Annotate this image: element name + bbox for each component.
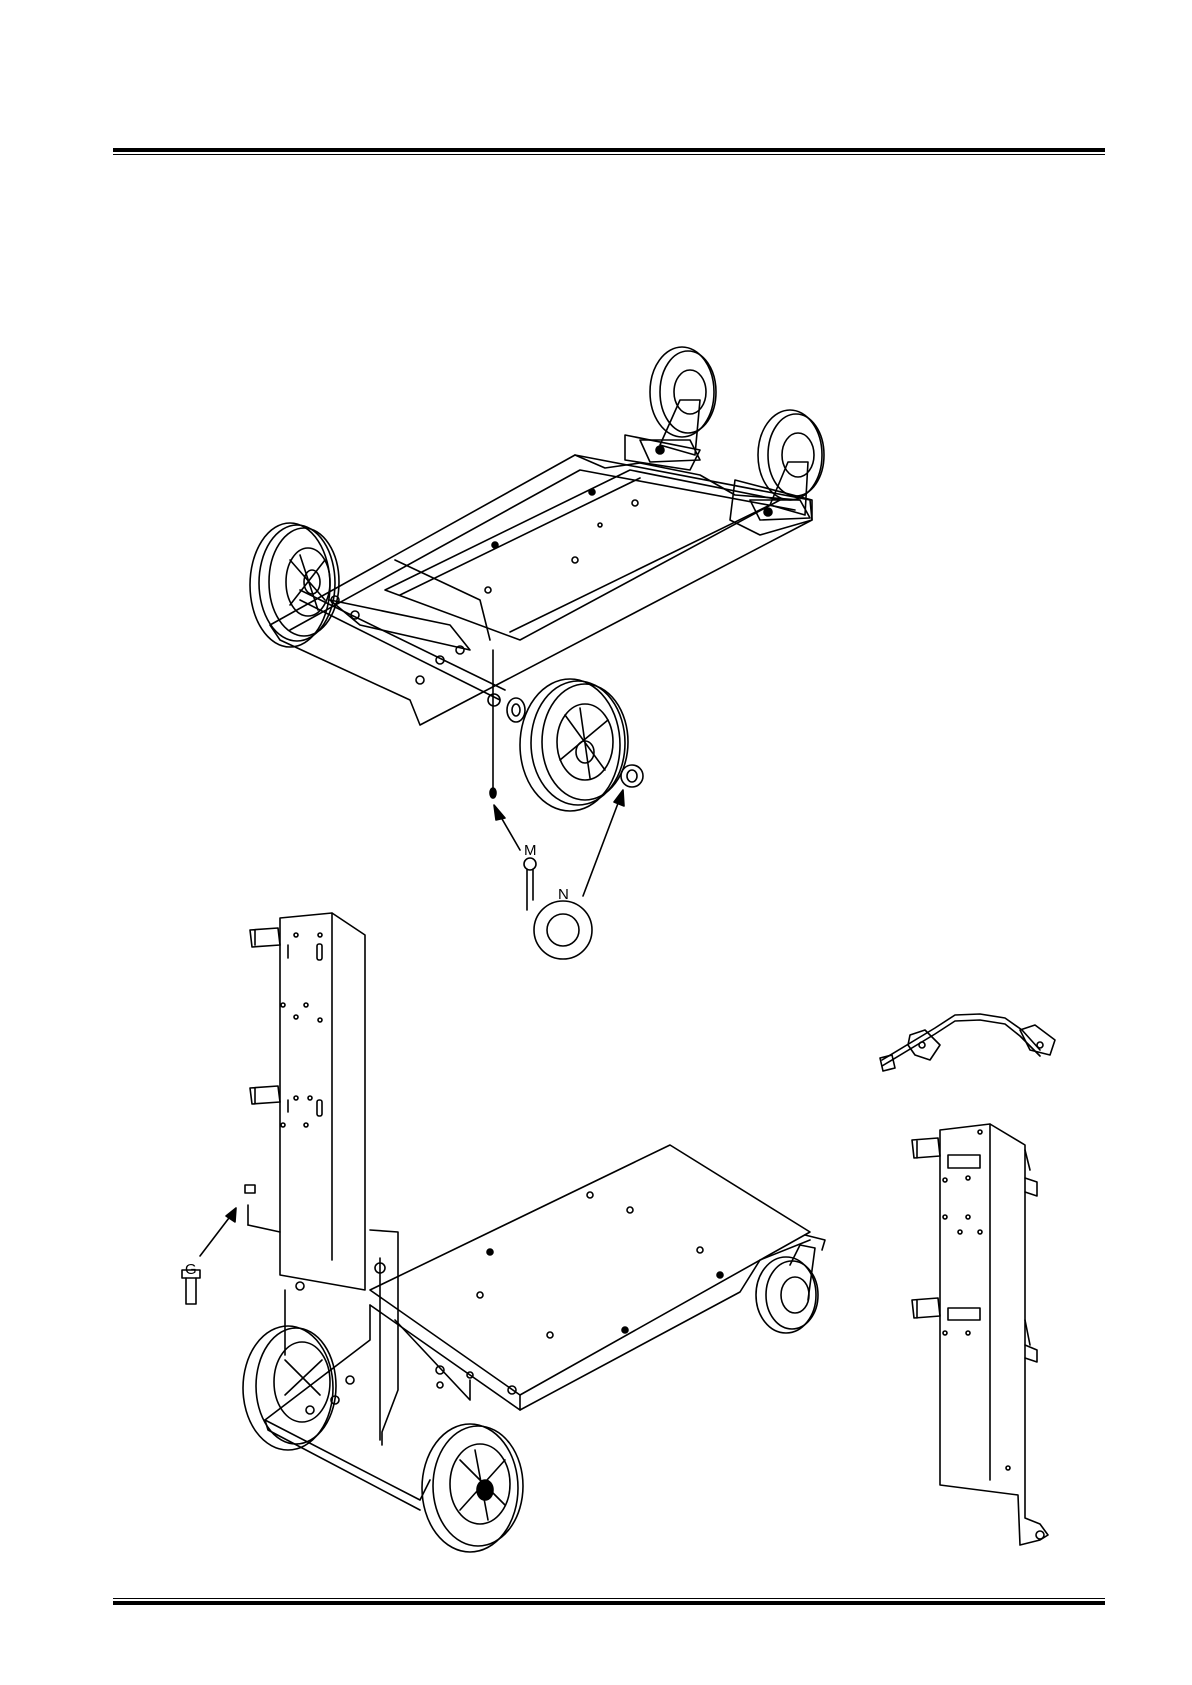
cylinder-strap-illustration — [880, 1014, 1055, 1071]
bolt-g-icon — [182, 1185, 255, 1304]
callout-m-arrow — [494, 805, 520, 850]
washer-icon — [534, 901, 592, 959]
mast-side-illustration — [912, 1124, 1048, 1545]
front-right-wheel — [422, 1424, 523, 1552]
assembled-cart-illustration — [182, 913, 825, 1552]
right-wheel — [520, 679, 628, 811]
callout-n-label: N — [558, 886, 569, 903]
callout-m-label: M — [524, 842, 537, 859]
rear-caster-left — [640, 347, 716, 462]
cart-base-illustration — [250, 347, 824, 811]
callout-g-arrow — [200, 1208, 236, 1256]
front-left-wheel — [243, 1326, 336, 1450]
rear-caster — [756, 1235, 825, 1333]
callout-g-label: G — [185, 1261, 197, 1278]
cotter-pin-icon — [524, 858, 536, 910]
